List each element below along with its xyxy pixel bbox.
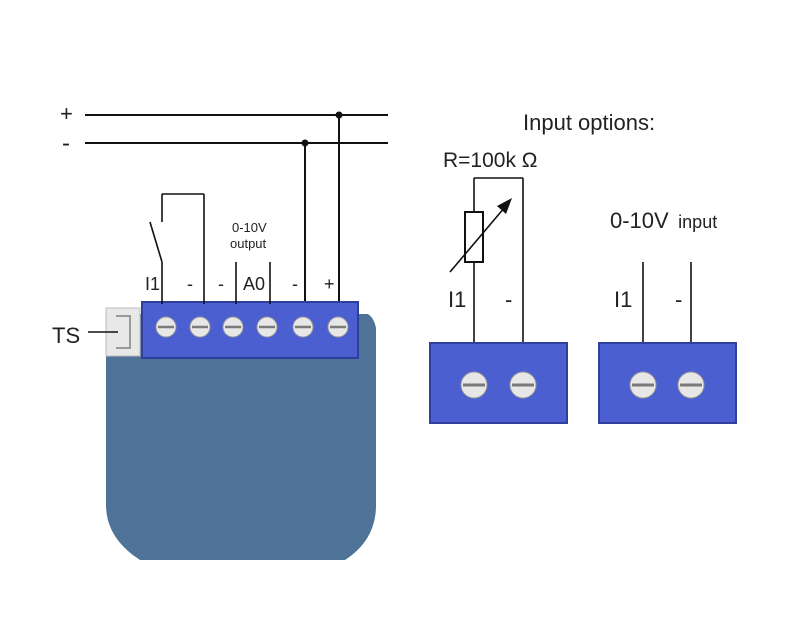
voltage-input-caption-main: 0-10V [610, 208, 669, 233]
pot-terminal-label-i1: I1 [448, 287, 466, 312]
voltage-terminal-block [598, 342, 737, 424]
input-options-title: Input options: [523, 110, 655, 135]
screw-i1 [155, 316, 177, 338]
voltage-input-caption-sub: input [678, 212, 717, 232]
voltage-input-wiring [642, 262, 692, 345]
output-caption-line2: output [230, 236, 267, 251]
pot-terminal-block [429, 342, 568, 424]
v-screw-minus [677, 371, 705, 399]
module-body [106, 314, 376, 560]
screw-minus-1 [189, 316, 211, 338]
terminal-separators [235, 262, 271, 304]
terminal-label-a0: A0 [243, 274, 265, 294]
screw-minus-2 [222, 316, 244, 338]
switch-symbol [149, 193, 205, 304]
terminal-label-i1: I1 [145, 274, 160, 294]
ts-connector-slot [116, 315, 131, 349]
terminal-label-plus: + [324, 274, 335, 294]
screw-a0 [256, 316, 278, 338]
module-terminal-block [141, 301, 359, 359]
ts-label: TS [52, 323, 80, 348]
terminal-label-minus-1: - [187, 274, 193, 294]
screw-plus [327, 316, 349, 338]
potentiometer-wiring [473, 177, 524, 345]
screw-minus-3 [292, 316, 314, 338]
plus-rail-label: + [60, 101, 73, 126]
minus-rail-label: - [62, 130, 70, 157]
pot-terminal-label-minus: - [505, 287, 512, 312]
v-terminal-label-i1: I1 [614, 287, 632, 312]
pot-screw-minus [509, 371, 537, 399]
pot-screw-i1 [460, 371, 488, 399]
module-screws [155, 316, 349, 338]
v-terminal-label-minus: - [675, 287, 682, 312]
resistance-label: R=100k Ω [443, 149, 538, 172]
variable-arrow-icon [449, 198, 512, 273]
output-caption-line1: 0-10V [232, 220, 267, 235]
voltage-input-caption: 0-10V input [610, 208, 717, 233]
v-screw-i1 [629, 371, 657, 399]
terminal-label-minus-2: - [218, 274, 224, 294]
terminal-label-minus-3: - [292, 274, 298, 294]
